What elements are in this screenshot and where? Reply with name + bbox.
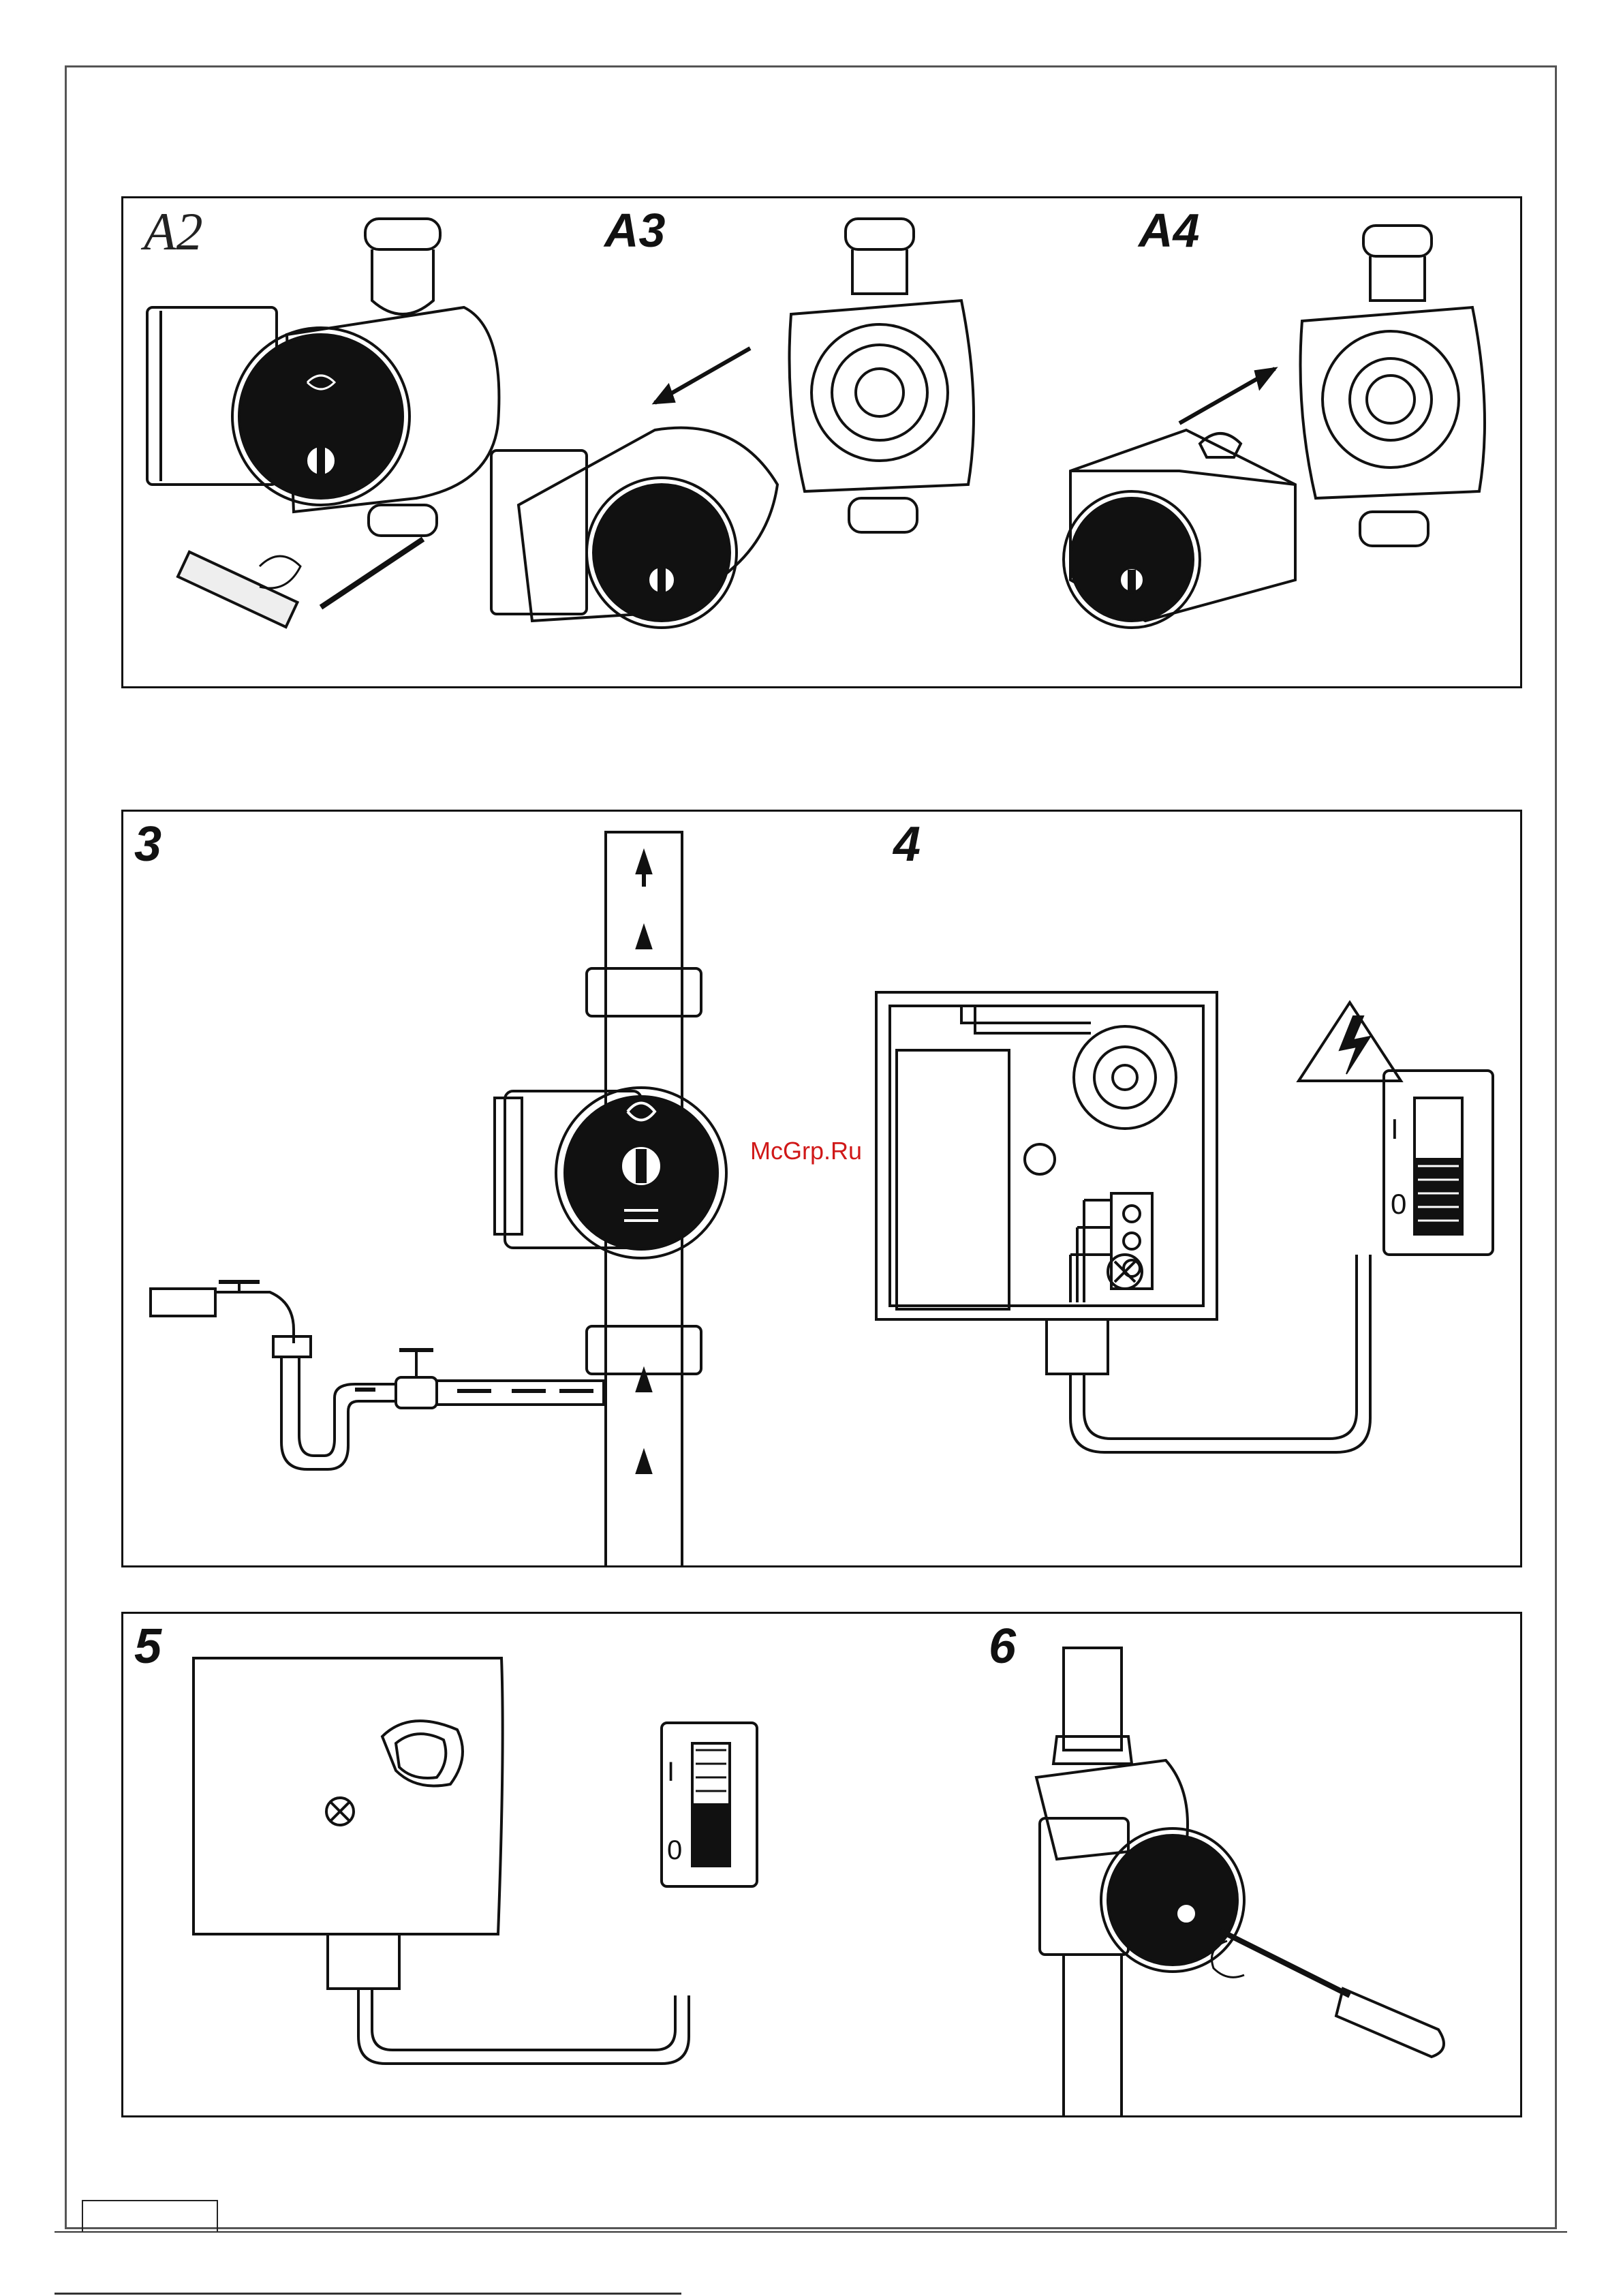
a2-pump-illustration (147, 219, 499, 627)
fig3-pipe-illustration (151, 832, 726, 1567)
fig4-switch-off-label: 0 (1391, 1188, 1406, 1220)
fig6-venting-illustration (1036, 1648, 1444, 2117)
pump-disassembly-drawings (123, 198, 1522, 688)
panel-filling-and-wiring: 3 4 (121, 810, 1522, 1567)
bottom-rule-scan-edge (55, 2293, 681, 2295)
footer-box (82, 2200, 218, 2231)
watermark: McGrp.Ru (750, 1139, 862, 1163)
panel-switch-and-venting: 5 6 I 0 (121, 1612, 1522, 2117)
fig4-switch-on-label: I (1391, 1113, 1399, 1145)
bottom-rule (55, 2231, 1567, 2233)
fig5-switch-on-label: I (667, 1757, 675, 1787)
fig4-terminal-box-illustration: I 0 (876, 992, 1493, 1452)
a4-reassembly-illustration (1064, 226, 1485, 628)
fig5-switch-off-label: 0 (667, 1835, 682, 1865)
panel-pump-disassembly: A2 A3 A4 (121, 196, 1522, 688)
fig5-switch-box-illustration: I 0 (194, 1658, 757, 2064)
switch-and-venting-drawings: I 0 (123, 1614, 1522, 2117)
a3-motor-illustration (491, 219, 974, 628)
filling-and-wiring-drawings: I 0 (123, 812, 1522, 1567)
